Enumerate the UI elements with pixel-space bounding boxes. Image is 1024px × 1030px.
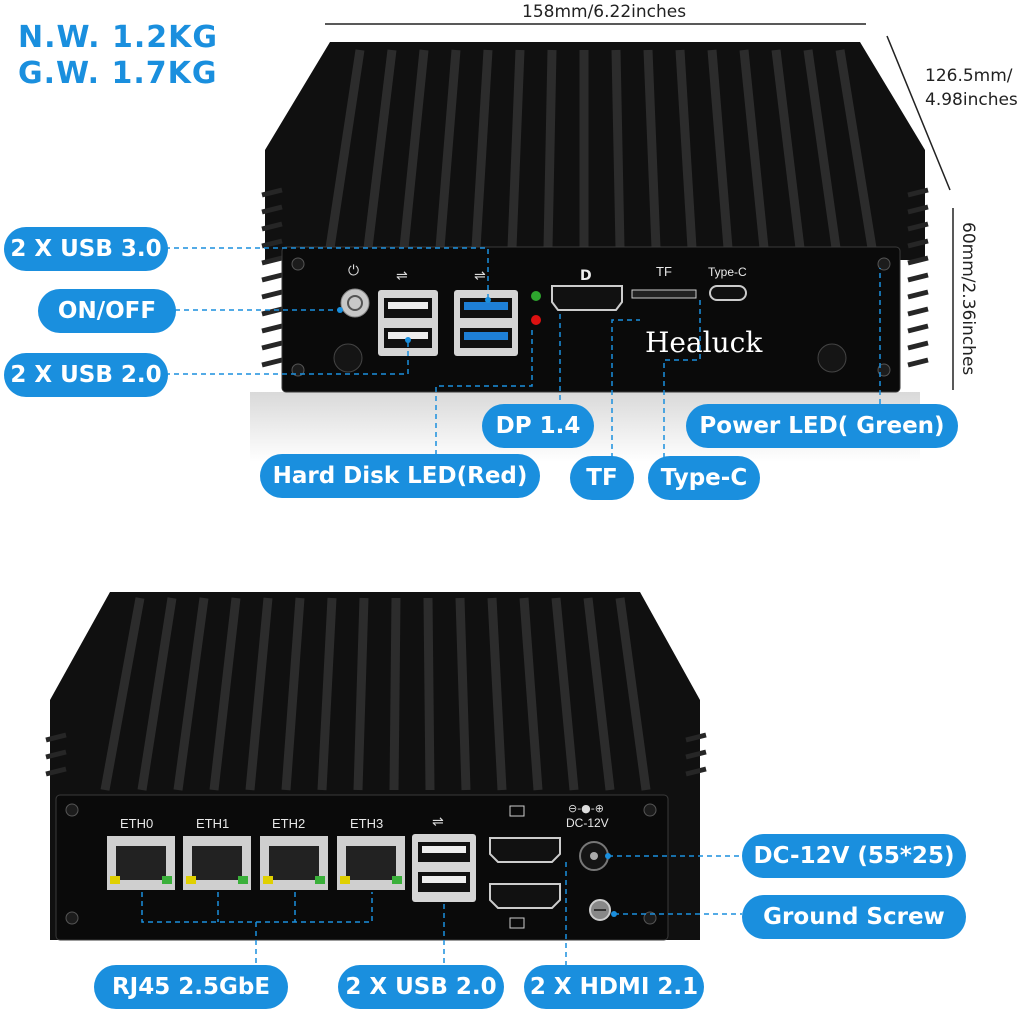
callout-hdmi: 2 X HDMI 2.1 (524, 965, 704, 1009)
eth0-label: ETH0 (120, 816, 153, 831)
eth3-label: ETH3 (350, 816, 383, 831)
typec-port-label: Type-C (708, 265, 747, 279)
depth-dimension-line1: 126.5mm/ (925, 66, 1013, 86)
net-weight: N.W. 1.2KG (18, 20, 219, 55)
callout-dc: DC-12V (55*25) (742, 834, 966, 878)
gross-weight: G.W. 1.7KG (18, 56, 218, 91)
callout-hdd-led: Hard Disk LED(Red) (260, 454, 540, 498)
svg-text:⊖-●-⊕: ⊖-●-⊕ (568, 802, 604, 815)
svg-text:⏻: ⏻ (348, 263, 359, 279)
callout-typec: Type-C (648, 456, 760, 500)
svg-text:⇌: ⇌ (432, 814, 444, 830)
svg-text:D: D (580, 268, 592, 284)
callout-power-led: Power LED( Green) (686, 404, 958, 448)
callout-onoff: ON/OFF (38, 289, 176, 333)
brand-logo: Healuck (645, 326, 763, 359)
depth-dimension-line2: 4.98inches (925, 90, 1018, 110)
rear-device: ETH0 ETH1 ETH2 ETH3 ⇌ (45, 592, 707, 941)
svg-text:⇌: ⇌ (396, 268, 408, 284)
callout-usb30: 2 X USB 3.0 (4, 227, 168, 271)
callout-tf: TF (570, 456, 634, 500)
callout-ground: Ground Screw (742, 895, 966, 939)
callout-usb20-rear: 2 X USB 2.0 (338, 965, 504, 1009)
front-device: ⏻ ⇌ ⇌ D TF Type-C Healuck (250, 42, 929, 462)
callout-rj45: RJ45 2.5GbE (94, 965, 288, 1009)
eth1-label: ETH1 (196, 816, 229, 831)
eth2-label: ETH2 (272, 816, 305, 831)
width-dimension: 158mm/6.22inches (522, 2, 687, 22)
callout-dp: DP 1.4 (482, 404, 594, 448)
tf-port-label: TF (656, 264, 672, 279)
dc-port-label: DC-12V (566, 816, 609, 830)
callout-usb20-front: 2 X USB 2.0 (4, 353, 168, 397)
svg-text:⇌: ⇌ (474, 268, 486, 284)
